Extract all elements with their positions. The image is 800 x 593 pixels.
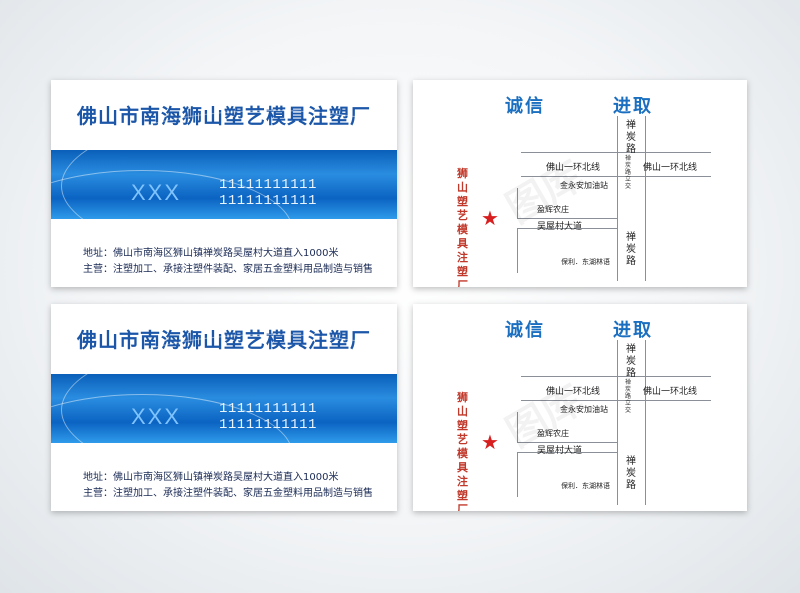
business-card-front-1: 佛山市南海狮山塑艺模具注塑厂 XXX 11111111111 111111111… xyxy=(51,80,397,287)
road-label-bottom: 禅炭路 xyxy=(626,232,636,267)
gas-station-label: 金永安加油站 xyxy=(560,181,608,190)
address: 地址：佛山市南海区狮山镇禅炭路吴屋村大道直入1000米 xyxy=(83,248,339,259)
road-line xyxy=(617,116,618,281)
decor-arc xyxy=(51,170,293,287)
motto-integrity: 诚信 xyxy=(505,96,545,117)
phone-number-2: 11111111111 xyxy=(219,193,317,209)
business-scope: 主营：注塑加工、承接注塑件装配、家居五金塑料用品制造与销售 xyxy=(83,488,373,499)
road-label-top: 禅炭路 xyxy=(626,344,636,379)
junction-label: 禅炭路立交 xyxy=(625,379,632,414)
gas-station-label: 金永安加油站 xyxy=(560,405,608,414)
farm-label: 盈辉农庄 xyxy=(537,205,569,214)
road-line xyxy=(521,152,711,153)
motto-progress: 进取 xyxy=(613,96,653,117)
vertical-factory-name: 狮山塑艺模具注塑厂 xyxy=(457,391,468,511)
blue-banner: XXX 11111111111 11111111111 xyxy=(51,334,397,511)
ring-road-right-label: 佛山一环北线 xyxy=(643,387,698,397)
ring-road-left-label: 佛山一环北线 xyxy=(546,163,601,173)
farm-label: 盈辉农庄 xyxy=(537,429,569,438)
road-line xyxy=(645,116,646,281)
business-card-back-1: 诚信 进取 狮山塑艺模具注塑厂 ★ 禅炭路 佛山一环北线 佛山一环北线 禅炭路立… xyxy=(413,80,747,287)
road-line xyxy=(517,452,617,453)
ring-road-right-label: 佛山一环北线 xyxy=(643,163,698,173)
motto-progress: 进取 xyxy=(613,320,653,341)
ring-road-left-label: 佛山一环北线 xyxy=(546,387,601,397)
phone-number-1: 11111111111 xyxy=(219,177,317,193)
road-line xyxy=(517,228,617,229)
road-line xyxy=(617,340,618,505)
avenue-label: 吴屋村大道 xyxy=(537,222,583,232)
road-line xyxy=(521,176,711,177)
location-star-icon: ★ xyxy=(481,430,499,454)
road-line xyxy=(517,412,518,442)
location-star-icon: ★ xyxy=(481,206,499,230)
business-scope: 主营：注塑加工、承接注塑件装配、家居五金塑料用品制造与销售 xyxy=(83,264,373,275)
road-label-bottom: 禅炭路 xyxy=(626,456,636,491)
vertical-factory-name: 狮山塑艺模具注塑厂 xyxy=(457,167,468,287)
decor-arc xyxy=(51,394,293,511)
contact-name: XXX xyxy=(131,180,182,205)
junction-label: 禅炭路立交 xyxy=(625,155,632,190)
road-line xyxy=(517,452,518,497)
phone-number-2: 11111111111 xyxy=(219,417,317,433)
phone-number-1: 11111111111 xyxy=(219,401,317,417)
address: 地址：佛山市南海区狮山镇禅炭路吴屋村大道直入1000米 xyxy=(83,472,339,483)
road-line xyxy=(521,376,711,377)
contact-name: XXX xyxy=(131,404,182,429)
poly-label: 保利．东湖林语 xyxy=(561,482,610,490)
motto-integrity: 诚信 xyxy=(505,320,545,341)
road-line xyxy=(517,442,617,443)
road-line xyxy=(517,218,617,219)
blue-banner: XXX 11111111111 11111111111 xyxy=(51,110,397,287)
road-line xyxy=(645,340,646,505)
road-line xyxy=(521,400,711,401)
road-label-top: 禅炭路 xyxy=(626,120,636,155)
avenue-label: 吴屋村大道 xyxy=(537,446,583,456)
road-line xyxy=(517,188,518,218)
road-line xyxy=(517,228,518,273)
poly-label: 保利．东湖林语 xyxy=(561,258,610,266)
business-card-back-2: 诚信 进取 狮山塑艺模具注塑厂 ★ 禅炭路 佛山一环北线 佛山一环北线 禅炭路立… xyxy=(413,304,747,511)
business-card-front-2: 佛山市南海狮山塑艺模具注塑厂 XXX 11111111111 111111111… xyxy=(51,304,397,511)
